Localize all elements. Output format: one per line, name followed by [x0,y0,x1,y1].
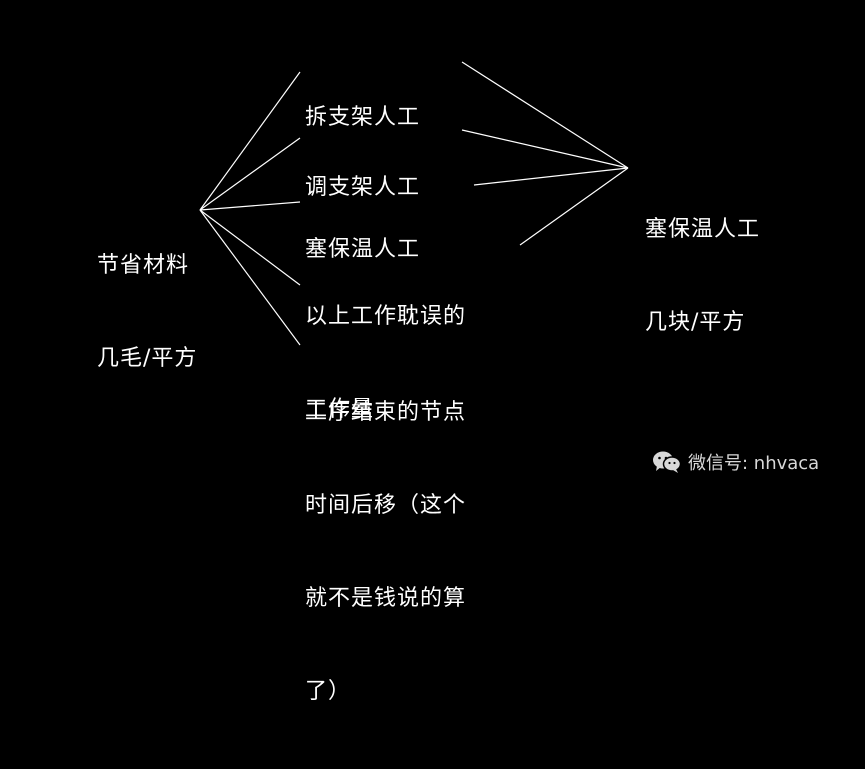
middle-node-insulation-labor: 塞保温人工 [305,172,420,327]
target-node-line-2: 几块/平方 [645,310,746,335]
middle-node-5-line-4: 了） [305,679,352,704]
middle-node-remove-scaffold: 拆支架人工 [305,40,420,195]
middle-node-3-line-1: 塞保温人工 [305,237,421,262]
watermark: 微信号: nhvaca [652,449,819,475]
connector-source-to-m5 [199,209,301,346]
connector-layer [199,61,629,346]
middle-node-5-line-1: 工序结束的节点 [305,400,467,425]
connector-m4-to-target [519,167,629,246]
target-node: 塞保温人工 几块/平方 [645,152,760,400]
middle-node-4-line-2: 工作量 [305,397,375,422]
middle-node-2-line-1: 调支架人工 [305,175,421,200]
connector-m3-to-target [473,167,629,186]
middle-node-4-line-1: 以上工作耽误的 [305,304,467,329]
connector-m1-to-target [461,61,629,169]
connector-m2-to-target [461,129,629,169]
connector-source-to-m2 [199,137,301,211]
wechat-icon [653,451,682,473]
connector-source-to-m1 [199,71,301,211]
source-node-line-2: 几毛/平方 [97,346,198,371]
watermark-text: 微信号: nhvaca [688,453,820,474]
source-node: 节省材料 几毛/平方 [97,188,197,436]
middle-node-5-line-2: 时间后移（这个 [305,493,467,518]
source-node-line-1: 节省材料 [97,253,190,278]
middle-node-schedule-delay: 工序结束的节点 时间后移（这个 就不是钱说的算 了） [305,335,466,769]
connector-source-to-m3 [199,201,301,211]
target-node-line-1: 塞保温人工 [645,217,761,242]
middle-node-delayed-work: 以上工作耽误的 工作量 [305,239,466,487]
middle-node-adjust-scaffold: 调支架人工 [305,110,420,265]
connector-source-to-m4 [199,209,301,286]
diagram-canvas: 节省材料 几毛/平方 拆支架人工 调支架人工 塞保温人工 以上工作耽误的 工作量… [97,40,819,704]
middle-node-1-line-1: 拆支架人工 [305,105,421,130]
middle-node-5-line-3: 就不是钱说的算 [305,586,467,611]
